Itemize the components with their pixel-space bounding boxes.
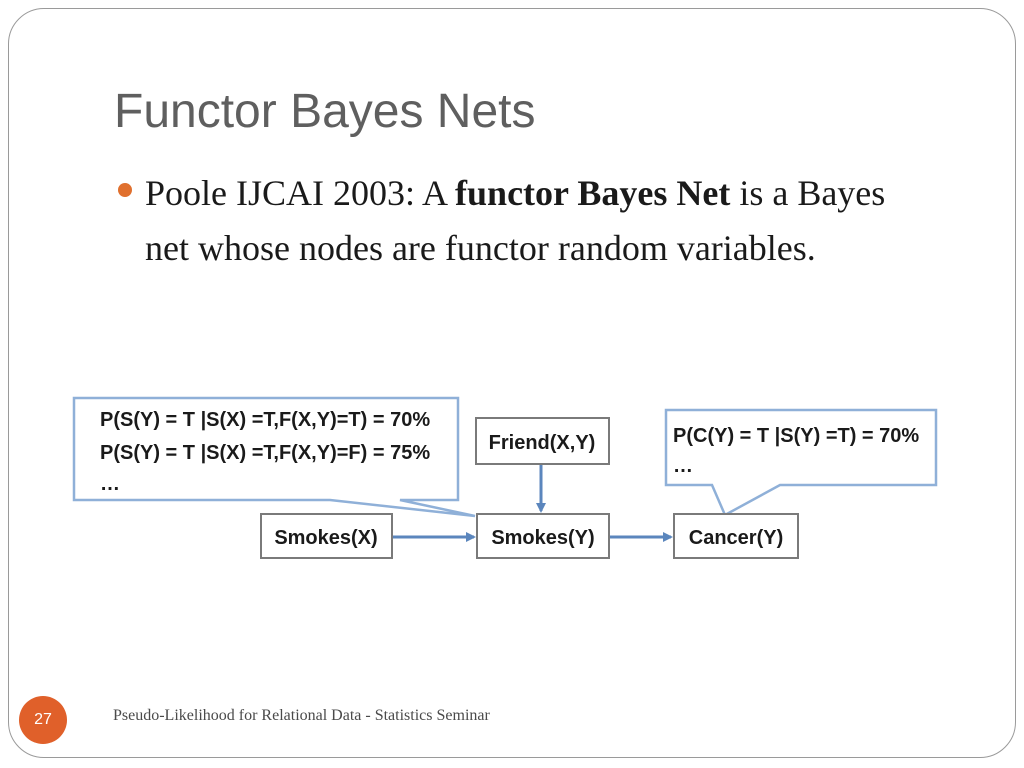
callout-left-line1: P(S(Y) = T |S(X) =T,F(X,Y)=T) = 70%: [100, 409, 430, 431]
slide-footer: Pseudo-Likelihood for Relational Data - …: [113, 707, 490, 724]
callout-left-line3: …: [100, 473, 120, 495]
callout-right-line1: P(C(Y) = T |S(Y) =T) = 70%: [673, 425, 919, 447]
node-friend-xy: Friend(X,Y): [475, 417, 610, 465]
node-smokes-y: Smokes(Y): [476, 513, 610, 559]
node-smokes-x-label: Smokes(X): [274, 527, 377, 549]
callout-left: P(S(Y) = T |S(X) =T,F(X,Y)=T) = 70% P(S(…: [72, 396, 476, 518]
callout-right-line2: …: [673, 455, 693, 477]
node-smokes-y-label: Smokes(Y): [491, 527, 594, 549]
node-cancer-y: Cancer(Y): [673, 513, 799, 559]
bullet-text: Poole IJCAI 2003: A functor Bayes Net is…: [145, 166, 915, 276]
slide-title: Functor Bayes Nets: [114, 85, 536, 138]
node-cancer-y-label: Cancer(Y): [689, 527, 783, 549]
node-friend-xy-label: Friend(X,Y): [489, 432, 596, 454]
bullet-suffix: is a Bayes net whose nodes are functor r…: [145, 173, 886, 268]
page-number: 27: [34, 711, 52, 728]
bullet-dot: [118, 183, 132, 197]
bullet-bold-term: functor Bayes Net: [455, 173, 731, 213]
slide-frame: [8, 8, 1016, 758]
page-number-badge: 27: [19, 696, 67, 744]
callout-right: P(C(Y) = T |S(Y) =T) = 70% …: [664, 408, 938, 517]
callout-right-shape: [664, 408, 938, 517]
callout-left-shape: [72, 396, 476, 518]
node-smokes-x: Smokes(X): [260, 513, 393, 559]
callout-left-line2: P(S(Y) = T |S(X) =T,F(X,Y)=F) = 75%: [100, 442, 430, 464]
bullet-prefix: Poole IJCAI 2003: A: [145, 173, 456, 213]
